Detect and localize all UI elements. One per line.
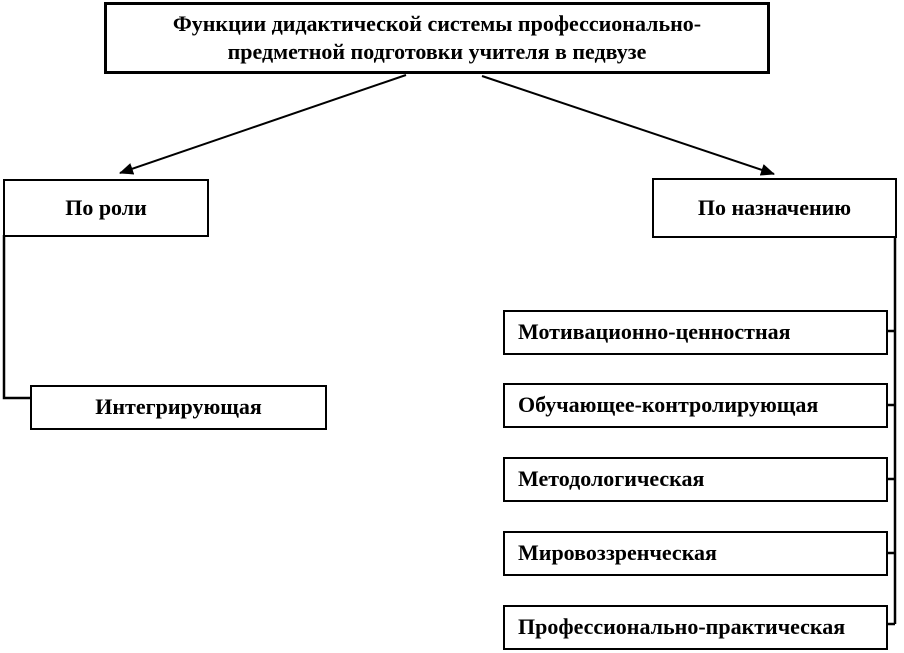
branch-by-purpose-label: По назначению: [697, 194, 852, 220]
function-box-worldview: Мировоззренческая: [503, 531, 888, 576]
function-box-methodological: Методологическая: [503, 457, 888, 502]
branch-box-by-purpose: По назначению: [652, 178, 897, 238]
title-line-1: Функции дидактической системы профессион…: [172, 10, 702, 36]
function-box-integrating-label: Интегрирующая: [95, 394, 262, 420]
function-box-label: Мировоззренческая: [518, 540, 717, 566]
branch-by-role-label: По роли: [65, 194, 147, 220]
arrow-to-by-role: [119, 74, 407, 175]
function-box-label: Профессионально-практическая: [518, 614, 846, 640]
function-box-professional-practical: Профессионально-практическая: [503, 605, 888, 650]
function-box-integrating: Интегрирующая: [30, 385, 327, 430]
function-box-label: Обучающее-контролирующая: [518, 392, 819, 418]
title-line-2: предметной подготовки учителя в педвузе: [227, 39, 647, 64]
connector-by-role-to-integrating: [2, 235, 30, 400]
function-box-label: Мотивационно-ценностная: [518, 319, 791, 345]
arrow-to-by-purpose: [481, 75, 775, 176]
title-box: Функции дидактической системы профессион…: [104, 2, 770, 74]
branch-box-by-role: По роли: [3, 179, 209, 237]
function-box-motivational-value: Мотивационно-ценностная: [503, 310, 888, 355]
function-box-label: Методологическая: [518, 466, 705, 492]
function-box-teaching-control: Обучающее-контролирующая: [503, 383, 888, 428]
